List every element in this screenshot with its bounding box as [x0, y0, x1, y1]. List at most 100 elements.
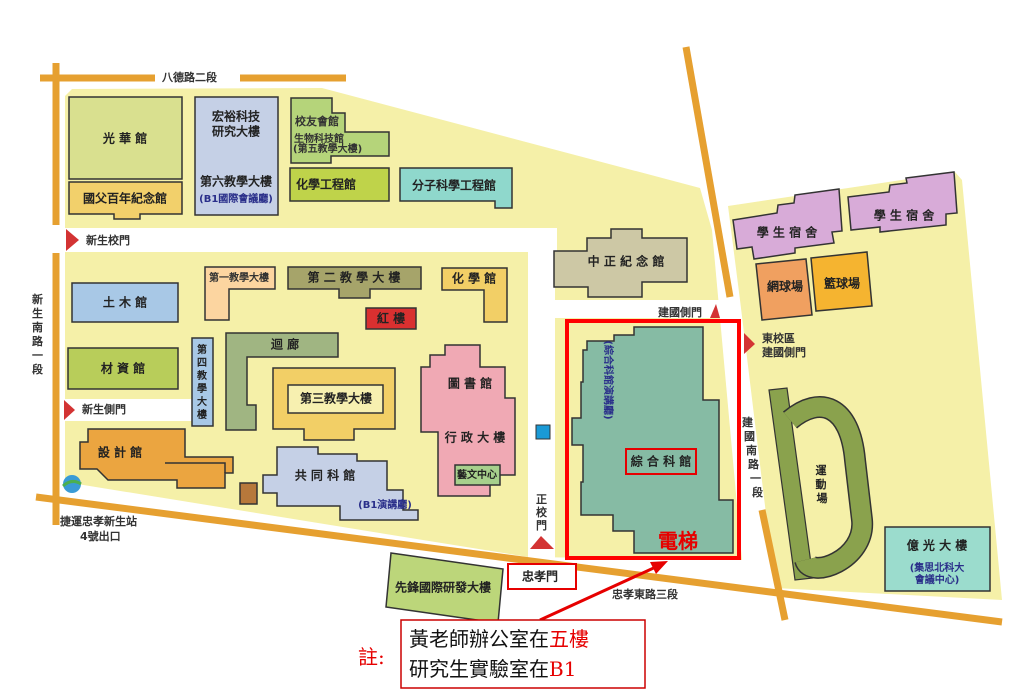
building-everlight[interactable] — [884, 526, 991, 592]
building-sun-yat-sen-label: 國父百年紀念館 — [83, 191, 167, 206]
xinsheng-side-gate-marker — [64, 400, 75, 420]
building-general-science-label: 綜 合 科 館 — [631, 454, 692, 469]
sports-field[interactable] — [768, 387, 874, 581]
building-third-inner — [287, 384, 384, 414]
note-line-1: 黃老師辦公室在五樓 — [409, 627, 589, 651]
building-molecular[interactable] — [399, 167, 513, 209]
mrt-exit-label: 4號出口 — [80, 529, 121, 543]
svg-text:一: 一 — [750, 472, 761, 485]
building-everlight-label: 億 光 大 樓 — [907, 538, 968, 553]
roads — [35, 46, 1003, 626]
building-corridor[interactable] — [225, 332, 339, 431]
building-dorm-2-label: 學 生 宿 舍 — [874, 208, 936, 223]
building-sixth-sub-label: (B1國際會議廳) — [199, 192, 273, 205]
building-zhongzheng[interactable] — [553, 228, 688, 298]
main-gate-label: 正 校 門 — [536, 493, 548, 532]
svg-text:大: 大 — [197, 395, 207, 408]
tennis-court[interactable] — [755, 258, 813, 321]
building-zhongzheng-label: 中 正 紀 念 館 — [588, 254, 665, 269]
building-general-science[interactable] — [571, 326, 734, 554]
svg-text:新: 新 — [32, 292, 43, 306]
building-arts-center[interactable] — [454, 464, 501, 486]
east-jianguo-gate-label-2: 建國側門 — [762, 345, 806, 359]
svg-text:路: 路 — [748, 457, 760, 471]
building-arts-label: 藝文中心 — [457, 468, 497, 481]
building-library-label: 圖 書 館 — [448, 376, 492, 391]
zhongxiao-gate-box — [507, 563, 577, 590]
svg-text:動: 動 — [816, 477, 827, 491]
road-xinsheng-label: 新 生 南 路 一 段 — [32, 292, 44, 376]
svg-text:建: 建 — [742, 415, 754, 429]
building-common-science[interactable] — [262, 446, 419, 521]
general-science-highlight-box — [625, 448, 697, 475]
svg-text:校: 校 — [536, 505, 548, 519]
road-bade-label: 八德路二段 — [161, 70, 217, 84]
svg-text:第: 第 — [197, 343, 207, 356]
building-guanghua[interactable] — [68, 96, 183, 180]
note-line-2: 研究生實驗室在B1 — [409, 657, 576, 681]
road-zhongxiao-label: 忠孝東路三段 — [612, 587, 678, 601]
building-design-annex-edge — [165, 462, 226, 473]
building-biotech-label: 生物科技館 — [294, 132, 344, 145]
basketball-court-label: 籃球場 — [823, 276, 860, 291]
note-label: 註: — [358, 645, 385, 669]
building-chem-eng-label: 化學工程館 — [296, 177, 356, 192]
xinsheng-side-path — [62, 399, 196, 421]
elevator-label: 電梯 — [658, 529, 698, 553]
road-jianguo-label: 建 國 南 路 一 段 — [742, 415, 763, 499]
building-civil-label: 土 木 館 — [103, 295, 147, 310]
building-sun-yat-sen-memorial[interactable] — [68, 181, 183, 220]
building-small-brown[interactable] — [239, 482, 258, 505]
mrt-station-label: 捷運忠孝新生站 — [60, 514, 137, 528]
main-gate-marker — [530, 536, 554, 549]
building-hongyu-label-1: 宏裕科技 — [212, 109, 261, 124]
basketball-court[interactable] — [810, 251, 873, 312]
building-materials[interactable] — [67, 347, 179, 390]
building-small-blue[interactable] — [535, 424, 551, 440]
svg-text:國: 國 — [744, 430, 755, 443]
building-red-house[interactable] — [365, 307, 417, 330]
building-biotech-sub-label: (第五教學大樓) — [293, 142, 362, 155]
pointer-arrow-icon — [539, 561, 668, 622]
building-library-admin[interactable] — [420, 344, 516, 497]
building-dorm-2[interactable] — [847, 171, 958, 233]
svg-text:生: 生 — [32, 306, 43, 320]
svg-text:正: 正 — [536, 493, 547, 506]
building-civil[interactable] — [71, 282, 179, 323]
general-science-highlight-frame — [565, 319, 741, 560]
svg-text:學: 學 — [197, 382, 207, 395]
xinsheng-gate-label: 新生校門 — [86, 233, 130, 247]
svg-text:段: 段 — [752, 485, 763, 499]
svg-text:南: 南 — [32, 320, 43, 334]
svg-text:場: 場 — [817, 491, 828, 505]
building-first[interactable] — [204, 266, 276, 321]
building-chem-eng[interactable] — [289, 167, 390, 202]
building-alumni-biotech[interactable] — [290, 97, 390, 164]
xinsheng-gate-marker — [66, 229, 79, 251]
building-hongyu[interactable] — [194, 96, 279, 216]
building-materials-label: 材 資 館 — [100, 361, 145, 376]
svg-text:四: 四 — [197, 357, 207, 369]
building-everlight-sub-label-2: 會議中心) — [914, 573, 960, 586]
svg-text:樓: 樓 — [197, 408, 207, 421]
building-corridor-label: 迴 廊 — [270, 337, 299, 352]
building-common-science-label: 共 同 科 館 — [295, 468, 356, 483]
svg-text:一: 一 — [32, 349, 43, 362]
building-guanghua-label: 光 華 館 — [102, 131, 147, 146]
svg-text:路: 路 — [32, 334, 44, 348]
building-dorm-1-label: 學 生 宿 舍 — [757, 225, 819, 240]
building-hongyu-label-2: 研究大樓 — [212, 124, 260, 139]
jianguo-side-gate-marker — [710, 304, 720, 318]
main-gate-path — [528, 228, 555, 558]
building-chemistry[interactable] — [441, 267, 508, 323]
building-first-label: 第一教學大樓 — [209, 271, 269, 284]
building-design-label: 設 計 館 — [98, 445, 142, 460]
building-dorm-1[interactable] — [732, 188, 843, 260]
building-fourth[interactable] — [191, 337, 214, 427]
building-second[interactable] — [287, 266, 422, 299]
building-design[interactable] — [79, 428, 234, 489]
svg-text:門: 門 — [536, 519, 547, 532]
tennis-court-label: 網球場 — [767, 279, 803, 294]
xinsheng-side-gate-label: 新生側門 — [82, 402, 126, 416]
